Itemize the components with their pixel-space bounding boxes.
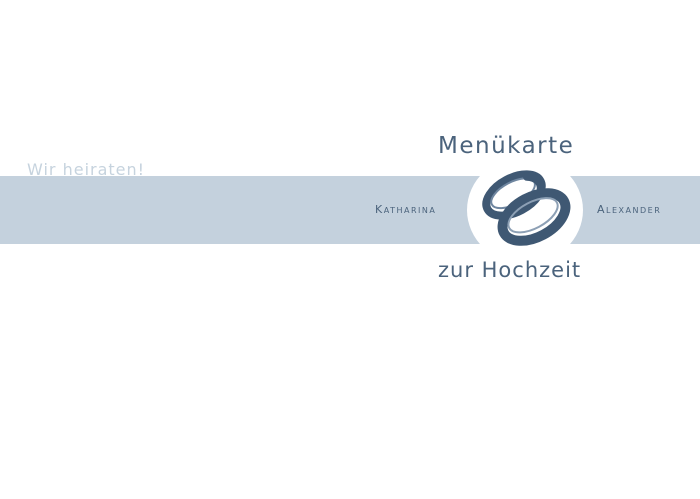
menu-subtitle: zur Hochzeit (438, 258, 582, 282)
wedding-rings-icon (467, 156, 583, 264)
tagline: Wir heiraten! (27, 160, 146, 179)
groom-name: Alexander (597, 203, 662, 216)
menu-title: Menükarte (438, 133, 575, 159)
bride-name: Katharina (375, 203, 437, 216)
header-band (0, 176, 700, 244)
